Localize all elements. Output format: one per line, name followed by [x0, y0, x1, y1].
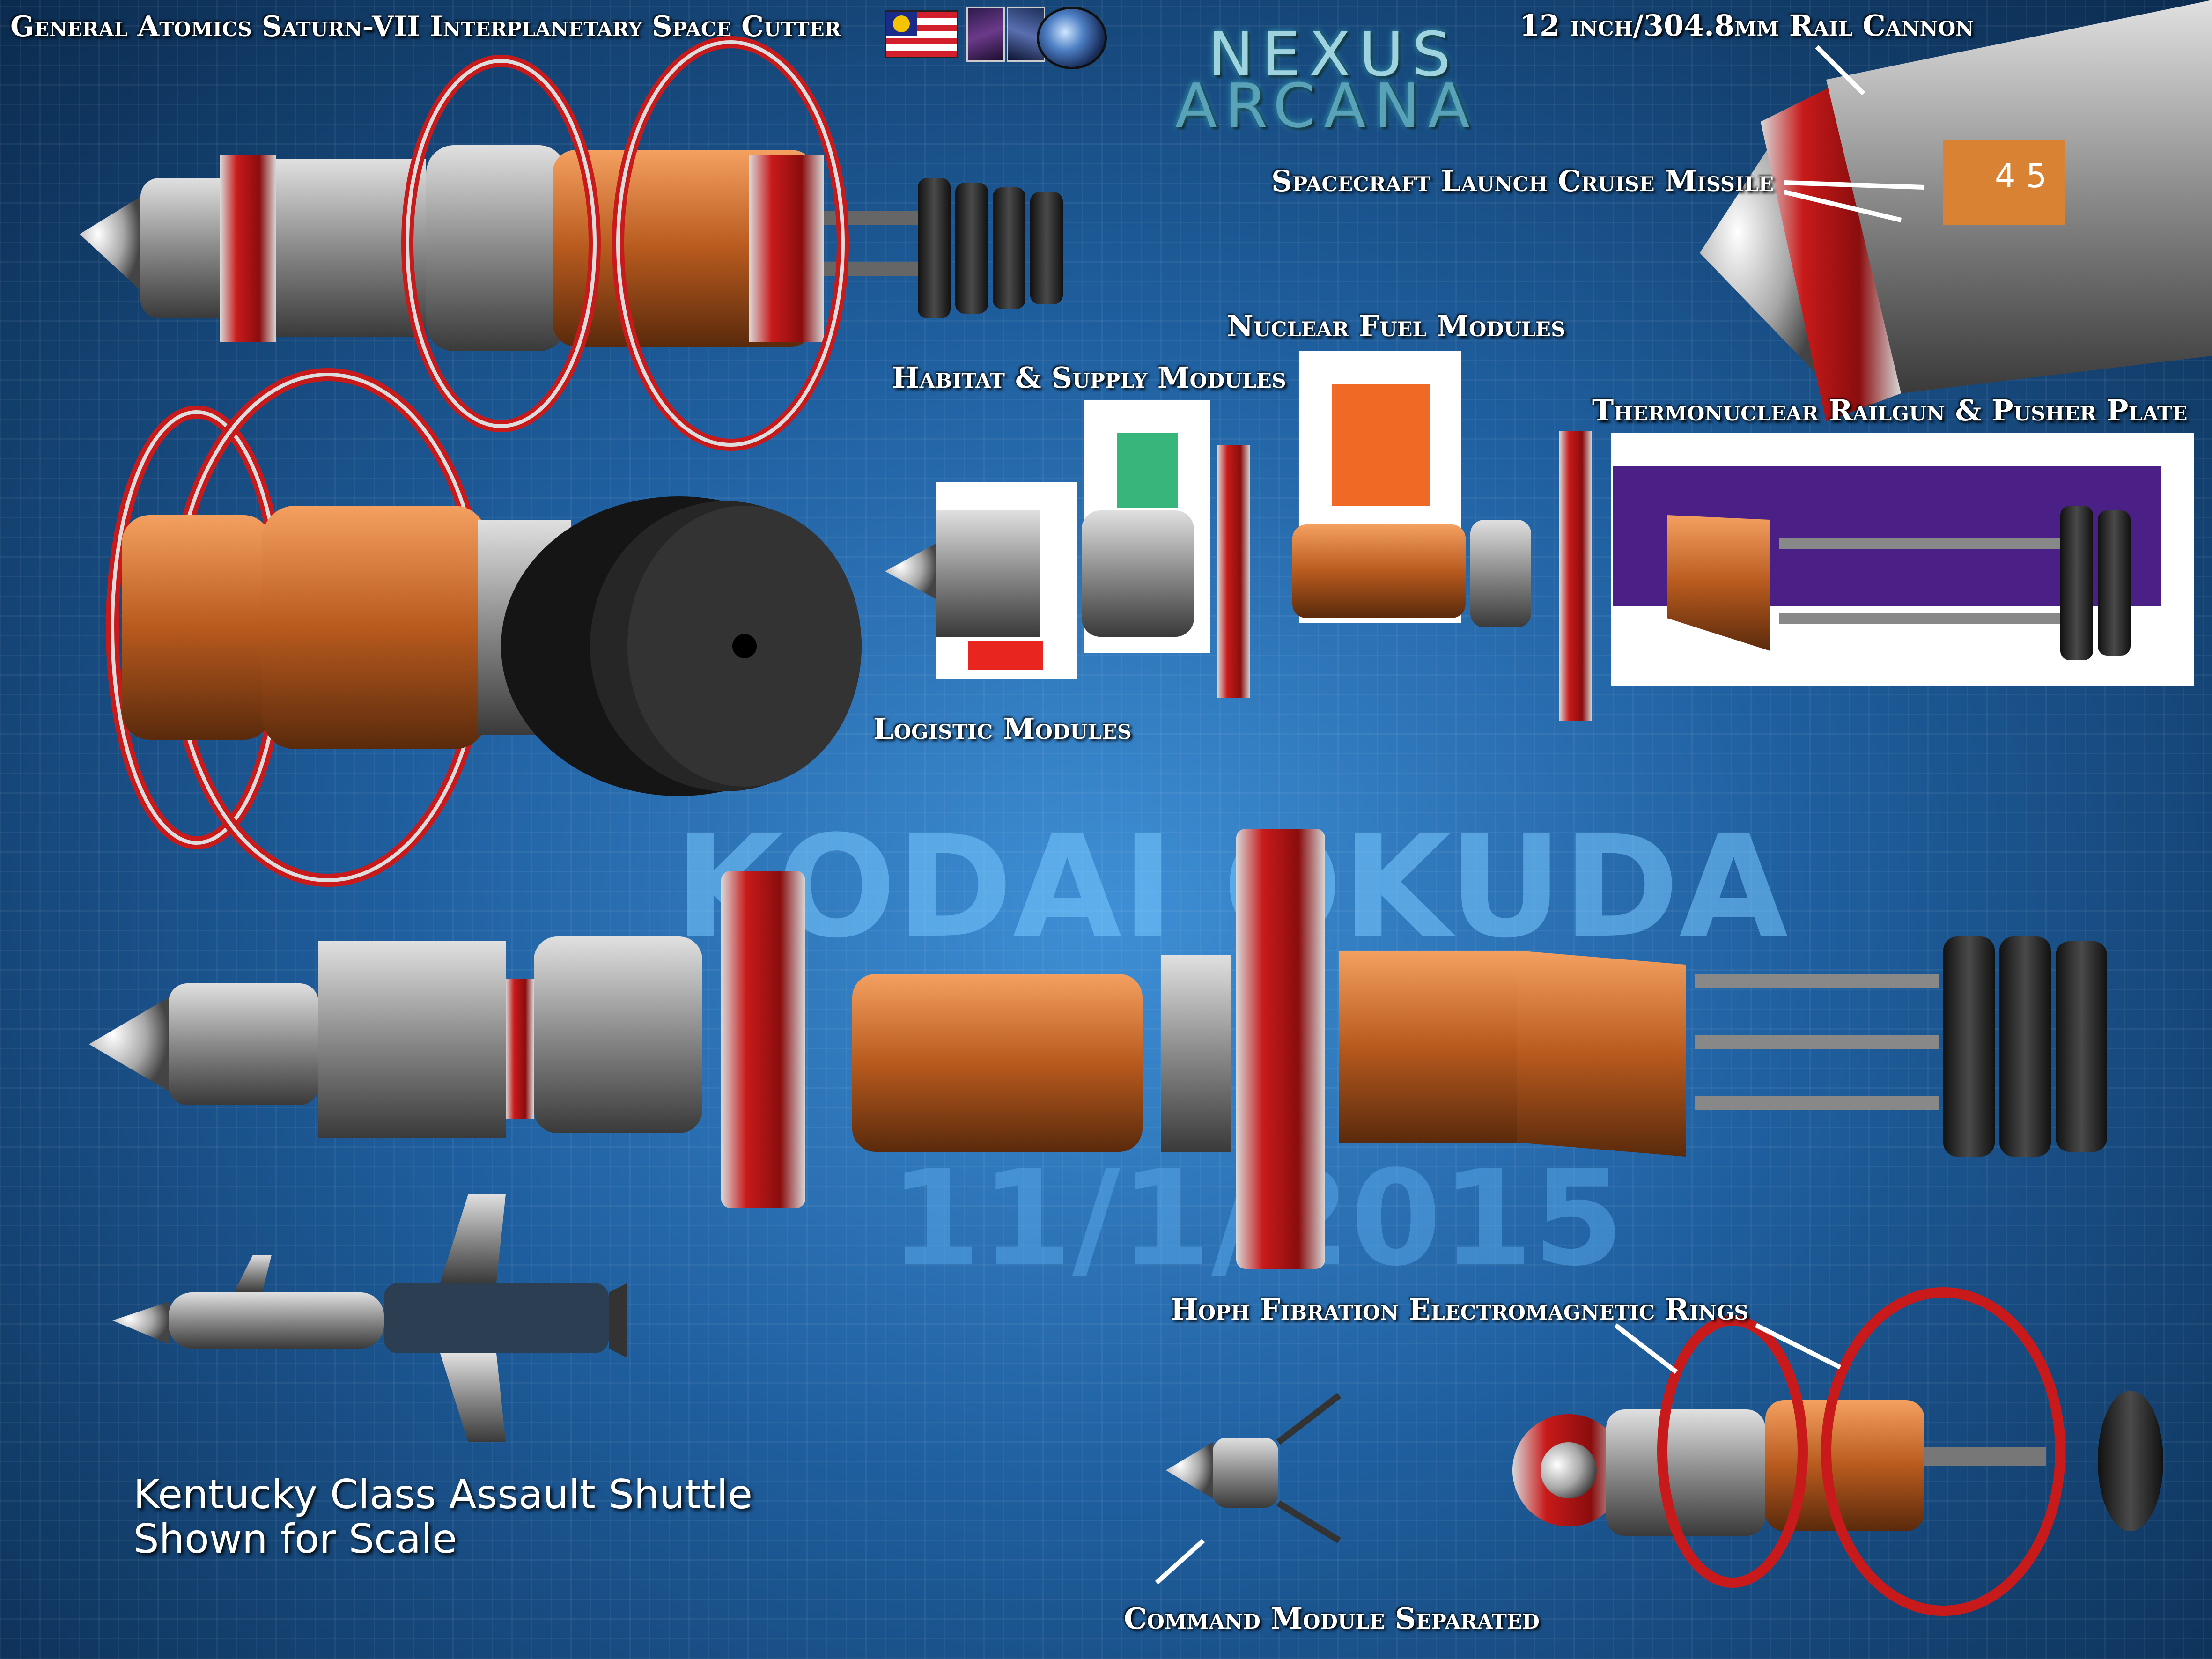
command-module [1166, 1393, 1342, 1543]
book-cover-icon [966, 7, 1005, 62]
label-command-module: Command Module Separated [1124, 1601, 1540, 1636]
habitat-swatch [1117, 433, 1178, 508]
scale-note-line2: Shown for Scale [133, 1515, 457, 1563]
label-logistic: Logistic Modules [873, 712, 1132, 746]
ship-top-left [80, 36, 1063, 451]
leader-lines [1155, 45, 1925, 1585]
label-nuclear-fuel: Nuclear Fuel Modules [1227, 309, 1566, 343]
logo-nexus: NEXUS [1208, 19, 1460, 90]
rail-cannon-closeup: 4 5 [1700, 0, 2212, 421]
watermark-name: KODAI OKUDA [674, 805, 1788, 969]
label-cruise-missile: Spacecraft Launch Cruise Missile [1271, 164, 1774, 198]
shuttle-scale [112, 1194, 627, 1442]
exploded-modules [885, 351, 2194, 721]
flag-icon [885, 10, 958, 58]
ship-bottom-right [1512, 1287, 2163, 1616]
planet-emblem-icon [1037, 7, 1107, 69]
svg-text:4 5: 4 5 [1995, 157, 2047, 195]
label-railgun-pusher: Thermonuclear Railgun & Pusher Plate [1592, 393, 2188, 428]
logo-arcana: ARCANA [1175, 70, 1478, 141]
label-hoph-rings: Hoph Fibration Electromagnetic Rings [1171, 1292, 1749, 1327]
fuel-swatch [1332, 384, 1430, 506]
scale-note-line1: Kentucky Class Assault Shuttle [133, 1471, 753, 1518]
label-rail-cannon: 12 inch/304.8mm Rail Cannon [1519, 8, 1974, 43]
ship-middle-left [106, 368, 862, 887]
ship-main-side [89, 829, 2107, 1269]
label-habitat: Habitat & Supply Modules [892, 361, 1286, 395]
page-title: General Atomics Saturn-VII Interplanetar… [10, 10, 841, 43]
scale-note: Kentucky Class Assault Shuttle Shown for… [133, 1473, 752, 1561]
logistic-swatch [968, 641, 1043, 670]
